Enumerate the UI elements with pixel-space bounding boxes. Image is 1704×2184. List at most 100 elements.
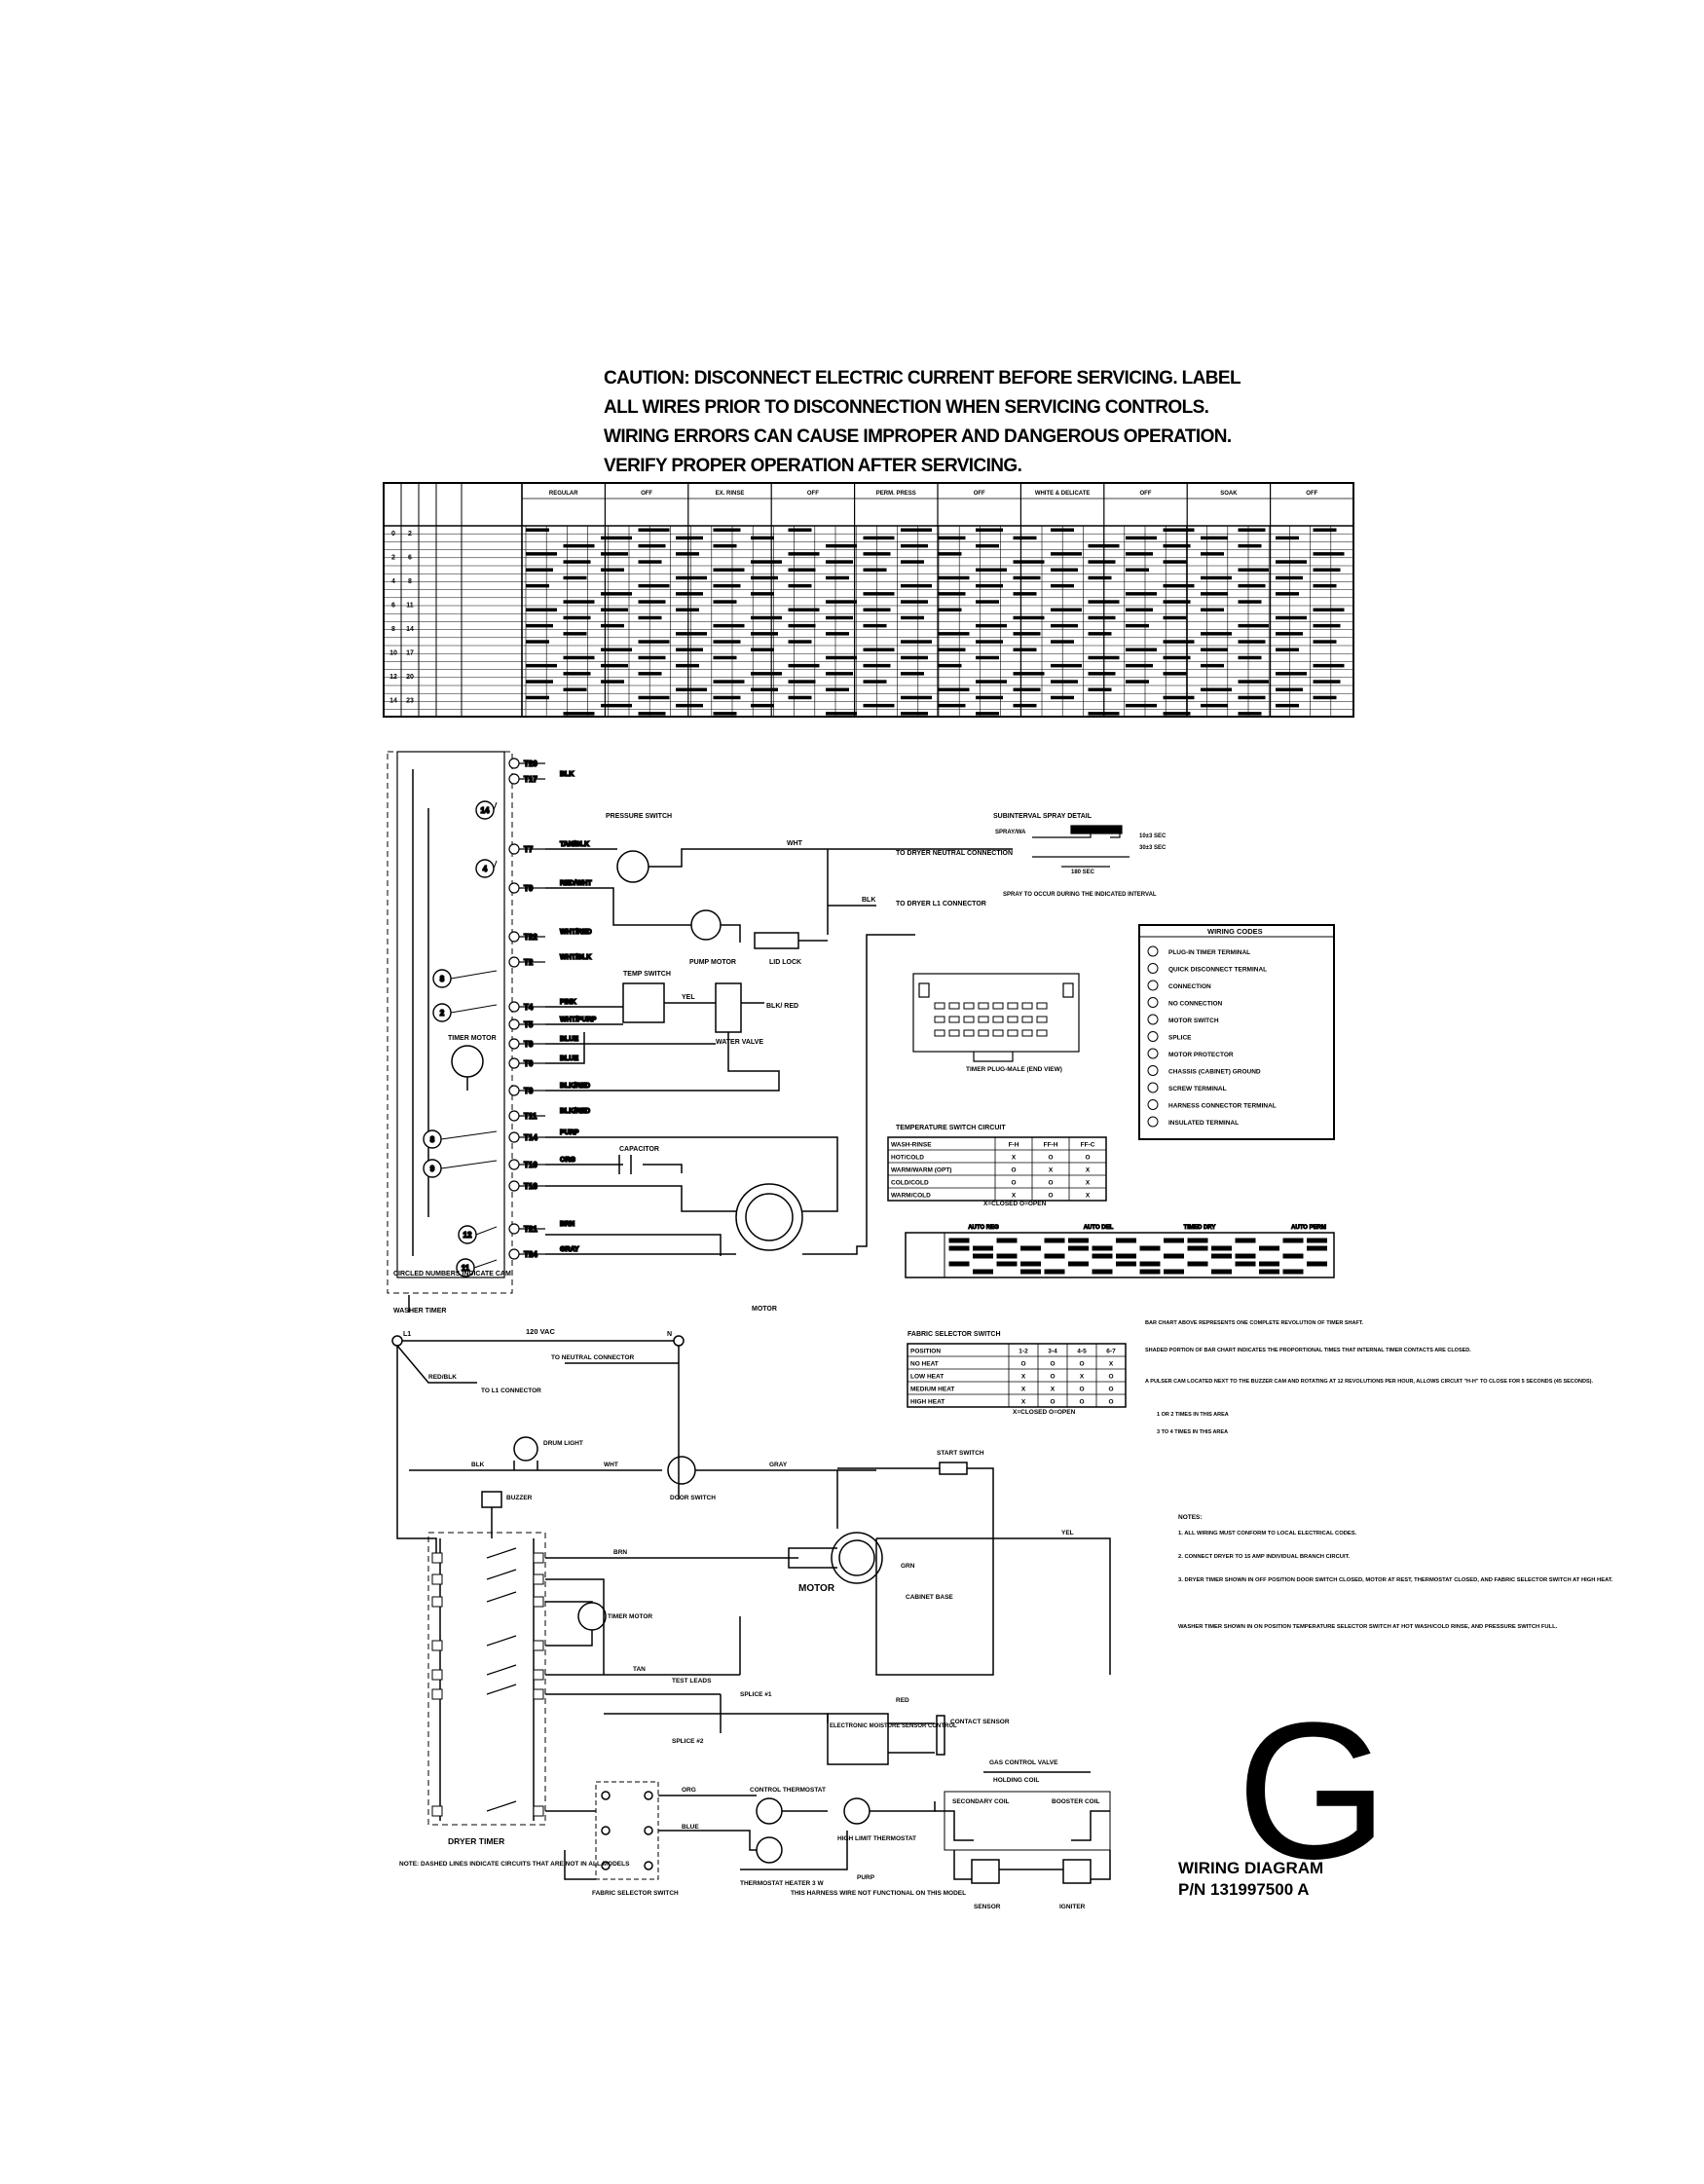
dryer-wire-1: BLK xyxy=(471,1462,485,1468)
timer-plug-label: TIMER PLUG-MALE (END VIEW) xyxy=(966,1066,1062,1073)
temp-cell-4-3: X xyxy=(1086,1193,1091,1200)
cam-9-5: 9 xyxy=(430,1165,435,1173)
cam-2-3: 2 xyxy=(440,1009,445,1018)
chart-row-b-0: 2 xyxy=(408,531,412,537)
chart-row-b-5: 17 xyxy=(406,650,414,657)
dryer-to-neutral-label: TO NEUTRAL CONNECTOR xyxy=(551,1354,635,1361)
dryer-timer-label: DRYER TIMER xyxy=(448,1836,504,1846)
washer-wire-label-11: PURP xyxy=(560,1129,579,1136)
chart-header-2: EX. RINSE xyxy=(716,491,745,497)
wiring-code-6: MOTOR PROTECTOR xyxy=(1168,1052,1234,1058)
dryer-wire-8: BLUE xyxy=(682,1824,699,1831)
chart-row-a-5: 10 xyxy=(389,650,397,657)
fabric-cell-4-1: X xyxy=(1021,1399,1026,1406)
washer-wire-label-7: BLUE xyxy=(560,1036,578,1043)
temp-cell-1-1: X xyxy=(1012,1155,1017,1162)
not-functional-note: THIS HARNESS WIRE NOT FUNCTIONAL ON THIS… xyxy=(791,1890,966,1897)
fabric-cell-4-2: O xyxy=(1050,1399,1055,1406)
fabric-table-title: FABRIC SELECTOR SWITCH xyxy=(908,1331,1001,1338)
chart-row-b-3: 11 xyxy=(406,603,414,610)
note-3: 3. DRYER TIMER SHOWN IN OFF POSITION DOO… xyxy=(1178,1577,1613,1583)
dryer-wire-2: GRAY xyxy=(769,1462,788,1468)
temp-table-legend: X=CLOSED O=OPEN xyxy=(983,1201,1047,1207)
fabric-selector-label: FABRIC SELECTOR SWITCH xyxy=(592,1890,679,1897)
dryer-voltage-label: 120 VAC xyxy=(526,1327,555,1336)
chart-row-a-4: 8 xyxy=(391,626,395,633)
caution-line-3: WIRING ERRORS CAN CAUSE IMPROPER AND DAN… xyxy=(604,426,1232,447)
chart-row-a-6: 12 xyxy=(389,674,397,681)
dryer-motor-label: MOTOR xyxy=(798,1583,835,1594)
chart-header-7: OFF xyxy=(1140,491,1152,497)
washer-timer-motor-label: TIMER MOTOR xyxy=(448,1035,497,1042)
note-4: WASHER TIMER SHOWN IN ON POSITION TEMPER… xyxy=(1178,1624,1558,1630)
temp-cell-1-3: O xyxy=(1085,1155,1090,1162)
control-thermostat-label: CONTROL THERMOSTAT xyxy=(750,1787,826,1794)
diagram-title-main: WIRING DIAGRAM xyxy=(1178,1859,1324,1877)
temp-cell-0-0: WASH-RINSE xyxy=(891,1142,932,1149)
temp-cell-3-0: COLD/COLD xyxy=(891,1180,929,1187)
dryer-chart-note-1: BAR CHART ABOVE REPRESENTS ONE COMPLETE … xyxy=(1145,1320,1364,1326)
notes-title: NOTES: xyxy=(1178,1514,1203,1521)
spray-detail-title: SUBINTERVAL SPRAY DETAIL xyxy=(993,813,1093,820)
fabric-cell-3-0: MEDIUM HEAT xyxy=(910,1387,954,1393)
chart-row-b-6: 20 xyxy=(406,674,414,681)
dryer-wire-4: YEL xyxy=(1061,1530,1074,1536)
dashed-lines-note: NOTE: DASHED LINES INDICATE CIRCUITS THA… xyxy=(399,1861,630,1868)
caution-line-2: ALL WIRES PRIOR TO DISCONNECTION WHEN SE… xyxy=(604,397,1209,418)
washer-wire-label-6: WHT/PURP xyxy=(560,1017,597,1023)
temp-cell-1-2: O xyxy=(1048,1155,1053,1162)
to-dryer-neutral-label: TO DRYER NEUTRAL CONNECTION xyxy=(896,850,1013,857)
temp-cell-4-1: X xyxy=(1012,1193,1017,1200)
chart-header-9: OFF xyxy=(1306,491,1317,497)
sensor-label: SENSOR xyxy=(974,1904,1001,1910)
temp-cell-4-2: O xyxy=(1048,1193,1053,1200)
washer-wire-label-1: TAN/BLK xyxy=(560,841,589,848)
gas-control-valve-label: GAS CONTROL VALVE xyxy=(989,1759,1058,1766)
wiring-code-4: MOTOR SWITCH xyxy=(1168,1018,1219,1024)
washer-blk-label: BLK xyxy=(862,897,875,904)
washer-wire-label-3: WHT/RED xyxy=(560,929,592,936)
chart-row-a-0: 0 xyxy=(391,531,395,537)
fabric-cell-2-3: X xyxy=(1080,1374,1085,1381)
fabric-table-legend: X=CLOSED O=OPEN xyxy=(1013,1409,1076,1416)
fabric-cell-3-2: X xyxy=(1051,1387,1056,1393)
fabric-cell-2-2: O xyxy=(1050,1374,1055,1381)
dryer-wire-3: BRN xyxy=(613,1549,627,1556)
chart-row-b-7: 23 xyxy=(406,698,414,705)
dryer-chart-header-3: AUTO PERM xyxy=(1291,1225,1326,1231)
temp-cell-3-1: O xyxy=(1011,1180,1016,1187)
fabric-cell-0-4: 6-7 xyxy=(1106,1349,1116,1355)
temp-cell-0-1: F-H xyxy=(1009,1142,1019,1149)
cam-8-4: 8 xyxy=(430,1135,435,1144)
washer-schematic: T20T17T7T9T22T2T4T5T8T6T3T11T14T10T13T21… xyxy=(387,751,1013,1313)
quick-disconnect-icon xyxy=(1147,963,1159,974)
dryer-chart-header-1: AUTO DEL xyxy=(1084,1225,1114,1231)
high-limit-thermostat-label: HIGH LIMIT THERMOSTAT xyxy=(837,1835,916,1842)
temp-cell-3-3: X xyxy=(1086,1180,1091,1187)
ground-icon xyxy=(1147,1065,1159,1076)
pressure-switch-label: PRESSURE SWITCH xyxy=(606,813,672,820)
temp-cell-0-2: FF-H xyxy=(1044,1142,1058,1149)
temp-cell-2-2: X xyxy=(1049,1167,1054,1174)
dryer-schematic xyxy=(391,1335,1111,1884)
fabric-cell-3-4: O xyxy=(1108,1387,1113,1393)
spray-t2: 30±3 SEC xyxy=(1139,845,1167,851)
lid-lock-label: LID LOCK xyxy=(769,959,801,966)
chart-header-8: SOAK xyxy=(1220,491,1238,497)
dryer-wire-0: WHT xyxy=(604,1462,618,1468)
secondary-coil-label: SECONDARY COIL xyxy=(952,1798,1010,1805)
cam-8-2: 8 xyxy=(440,975,445,983)
temp-cell-1-0: HOT/COLD xyxy=(891,1155,924,1162)
chart-row-b-2: 8 xyxy=(408,578,412,585)
chart-header-3: OFF xyxy=(807,491,819,497)
splice-2-label: SPLICE #2 xyxy=(672,1738,704,1745)
circled-numbers-note: CIRCLED NUMBERS INDICATE CAM xyxy=(393,1271,511,1277)
fabric-cell-1-4: X xyxy=(1109,1361,1114,1368)
fabric-cell-0-3: 4-5 xyxy=(1077,1349,1087,1355)
washer-motor-label: MOTOR xyxy=(752,1306,777,1313)
dryer-chart-note-5: 3 TO 4 TIMES IN THIS AREA xyxy=(1157,1429,1228,1435)
dryer-timer-motor-label: TIMER MOTOR xyxy=(608,1613,652,1620)
